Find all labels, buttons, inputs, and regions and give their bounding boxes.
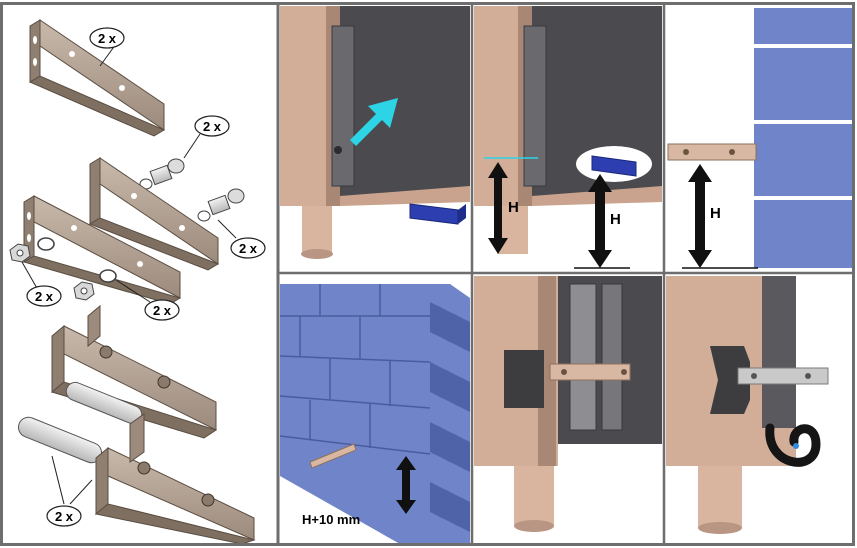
height-label: H bbox=[508, 199, 519, 216]
qty-badge-screws-right: 2 x bbox=[230, 237, 266, 259]
wall-bracket-side bbox=[737, 367, 829, 385]
step-3-drawing: H bbox=[667, 8, 852, 269]
assembled-bracket-lower bbox=[94, 413, 256, 544]
step-5-panel bbox=[474, 276, 662, 544]
height-arrow bbox=[688, 164, 712, 268]
screw-right bbox=[197, 188, 245, 222]
height-label: H bbox=[710, 205, 721, 222]
step-5-drawing bbox=[474, 276, 662, 532]
qty-badge-screws-top: 2 x bbox=[194, 115, 230, 137]
screw-top bbox=[139, 158, 185, 190]
wall-bracket-engaged bbox=[549, 363, 631, 381]
height-arrow-right bbox=[588, 174, 612, 268]
wall-plug-lower bbox=[17, 416, 103, 464]
qty-badge-nuts-left: 2 x bbox=[26, 285, 62, 307]
step-2-panel: H H bbox=[474, 6, 662, 271]
qty-label: 2 x bbox=[239, 241, 258, 256]
step-6-drawing bbox=[666, 276, 829, 534]
wall-bracket-flat bbox=[667, 143, 757, 161]
step-4-panel: H+10 mm bbox=[280, 276, 470, 544]
qty-label: 2 x bbox=[55, 509, 74, 524]
offset-label: H+10 mm bbox=[302, 512, 360, 527]
step-6-panel bbox=[666, 276, 852, 544]
step-1-panel bbox=[280, 6, 470, 271]
qty-badge-brackets-top: 2 x bbox=[89, 27, 125, 49]
parts-panel: 2 x 2 x bbox=[4, 6, 276, 544]
qty-label: 2 x bbox=[98, 31, 117, 46]
qty-label: 2 x bbox=[35, 289, 54, 304]
step-3-panel: H bbox=[666, 6, 852, 271]
qty-label: 2 x bbox=[203, 119, 222, 134]
height-label: H bbox=[610, 211, 621, 228]
mounting-bracket-blue bbox=[409, 203, 466, 225]
qty-badge-nuts-middle: 2 x bbox=[144, 299, 180, 321]
qty-label: 2 x bbox=[153, 303, 172, 318]
qty-badge-plugs: 2 x bbox=[46, 505, 82, 527]
parts-drawing: 2 x 2 x bbox=[9, 19, 266, 544]
step-4-drawing: H+10 mm bbox=[280, 276, 470, 544]
step-2-drawing: H H bbox=[474, 6, 662, 269]
step-1-drawing bbox=[280, 6, 470, 259]
